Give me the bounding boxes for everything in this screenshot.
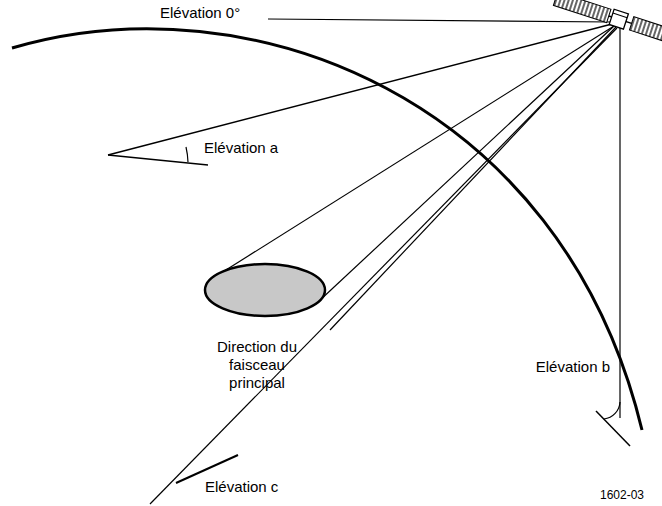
solar-panel (553, 0, 611, 23)
body-edge (613, 13, 627, 18)
beam-edge (318, 26, 614, 302)
ray-c (150, 28, 617, 504)
nadir-ray (619, 28, 620, 418)
ray-a (108, 24, 612, 155)
label-text: Elévation a (202, 139, 280, 157)
satellite-body (609, 9, 628, 29)
ground-a (108, 155, 208, 165)
beam-footprint (205, 264, 325, 316)
angle-arc-a (186, 147, 188, 162)
label-text: Direction du faisceau principal (200, 338, 314, 392)
solar-panel (629, 17, 662, 44)
horizon-ray (268, 19, 612, 22)
angle-arc-b (604, 402, 620, 419)
earth-limb (12, 29, 642, 430)
label-text: Elévation c (203, 478, 280, 496)
label-text: 1602-03 (598, 486, 646, 504)
ground-b (596, 411, 630, 446)
label-text: Elévation b (534, 358, 612, 376)
label-text: Elévation 0° (158, 4, 242, 22)
satellite (553, 0, 662, 45)
